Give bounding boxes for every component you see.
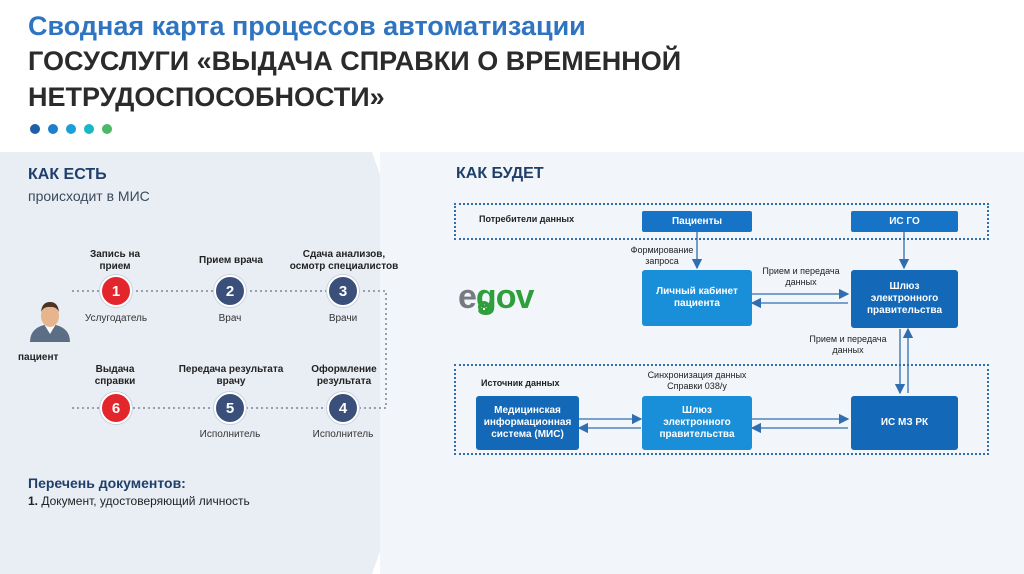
egov-logo-gov: gov [475, 278, 534, 316]
gateway-top-node: Шлюз электронного правительства [851, 270, 958, 328]
note-exchange-top: Прием и передача данных [762, 266, 840, 287]
documents-item-text: Документ, удостоверяющий личность [38, 494, 250, 508]
step-2-circle: 2 [214, 275, 246, 307]
is-mz-rk-node: ИС МЗ РК [851, 396, 958, 450]
patient-label: пациент [18, 352, 59, 363]
step-3-circle: 3 [327, 275, 359, 307]
step-3-role: Врачи [328, 313, 358, 324]
documents-title: Перечень документов: [28, 475, 186, 491]
step-5-role: Исполнитель [199, 429, 261, 440]
step-1-role: Услугодатель [84, 313, 148, 324]
to-be-title: КАК БУДЕТ [456, 165, 544, 182]
dot-4 [84, 124, 94, 134]
note-sync: Синхронизация данных Справки 038/у [647, 370, 747, 391]
gateway-bottom-node: Шлюз электронного правительства [642, 396, 752, 450]
mis-node: Медицинская информационная система (МИС) [476, 396, 579, 450]
dot-3 [66, 124, 76, 134]
step-5-label: Передача результата врачу [178, 364, 284, 387]
title-line-1: Сводная карта процессов автоматизации [28, 11, 586, 41]
patients-header: Пациенты [642, 211, 752, 232]
as-is-title: КАК ЕСТЬ [28, 166, 107, 183]
note-exchange-right: Прием и передача данных [809, 334, 887, 355]
step-6-circle: 6 [100, 392, 132, 424]
step-5-circle: 5 [214, 392, 246, 424]
step-4-circle: 4 [327, 392, 359, 424]
consumers-box [454, 203, 989, 240]
step-2-label: Прием врача [199, 255, 263, 266]
dot-1 [30, 124, 40, 134]
documents-item: 1. Документ, удостоверяющий личность [28, 494, 250, 508]
egov-logo: egov [458, 278, 534, 317]
step-4-label: Оформление результата [311, 364, 377, 387]
documents-item-number: 1. [28, 494, 39, 508]
source-box [454, 364, 989, 455]
as-is-subtitle: происходит в МИС [28, 188, 150, 204]
consumers-label: Потребители данных [479, 214, 575, 224]
dot-5 [102, 124, 112, 134]
step-2-role: Врач [218, 313, 242, 324]
step-6-label: Выдача справки [94, 364, 136, 387]
note-form-request: Формирование запроса [630, 245, 694, 266]
egov-logo-e: e [458, 278, 477, 316]
step-1-circle: 1 [100, 275, 132, 307]
dot-2 [48, 124, 58, 134]
decorative-dots [30, 124, 112, 134]
patient-cabinet-node: Личный кабинет пациента [642, 270, 752, 326]
step-3-label: Сдача анализов, осмотр специалистов [289, 249, 399, 272]
is-go-header: ИС ГО [851, 211, 958, 232]
title-line-2: ГОСУСЛУГИ «ВЫДАЧА СПРАВКИ О ВРЕМЕННОЙ [28, 46, 682, 76]
source-label: Источник данных [481, 378, 560, 388]
title-line-3: НЕТРУДОСПОСОБНОСТИ» [28, 82, 385, 112]
step-1-label: Запись на прием [89, 249, 141, 272]
page-title: Сводная карта процессов автоматизации ГО… [28, 10, 928, 115]
step-4-role: Исполнитель [312, 429, 374, 440]
